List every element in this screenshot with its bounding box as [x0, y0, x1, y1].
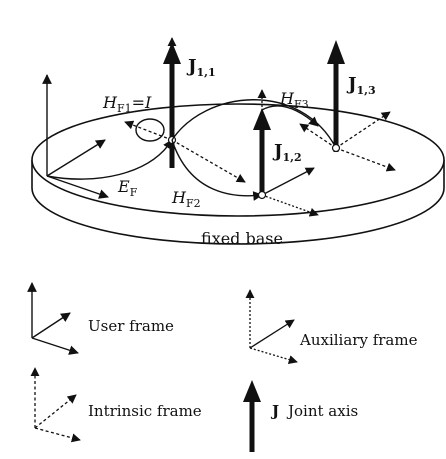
ef-label: EF	[117, 177, 138, 199]
user-frame-left	[42, 74, 109, 199]
auxiliary-transform-arc	[171, 99, 337, 149]
legend-user-frame-icon	[27, 282, 79, 355]
legend-joint-axis-icon	[243, 380, 261, 452]
legend-intrinsic-frame-icon	[30, 367, 81, 443]
joint-axis-j12	[253, 108, 271, 195]
frame-origin-j12	[257, 190, 267, 200]
legend-joint-symbol: J	[270, 402, 279, 420]
joint-axis-j13	[327, 40, 345, 152]
frame-origin-j13	[331, 143, 341, 153]
hf3-label: HF3	[279, 89, 309, 111]
legend: User frame Auxiliary frame Intrinsic fra…	[27, 282, 418, 452]
hf1-label: HF1=I	[102, 93, 152, 115]
hf1-identity-loop	[135, 118, 165, 142]
legend-auxiliary-frame-label: Auxiliary frame	[299, 331, 418, 349]
hf3-transform-curve	[261, 105, 319, 127]
legend-user-frame-label: User frame	[88, 317, 174, 335]
hf2-label: HF2	[171, 188, 201, 210]
legend-intrinsic-frame-label: Intrinsic frame	[88, 402, 202, 420]
joint-label-j13: J1,3	[346, 74, 376, 97]
joint-label-j12: J1,2	[272, 141, 302, 164]
joint-label-j11: J1,1	[186, 56, 216, 79]
joint-axis-j11	[163, 42, 181, 168]
legend-joint-axis-label: Joint axis	[286, 402, 358, 420]
intrinsic-frame-j13	[299, 111, 396, 172]
ef-transform-curve	[46, 139, 173, 180]
fixed-base-label: fixed base	[201, 229, 283, 248]
hf2-transform-curve	[171, 139, 263, 201]
fixed-base-disc: fixed base	[31, 103, 445, 248]
legend-auxiliary-frame-icon	[245, 289, 298, 365]
